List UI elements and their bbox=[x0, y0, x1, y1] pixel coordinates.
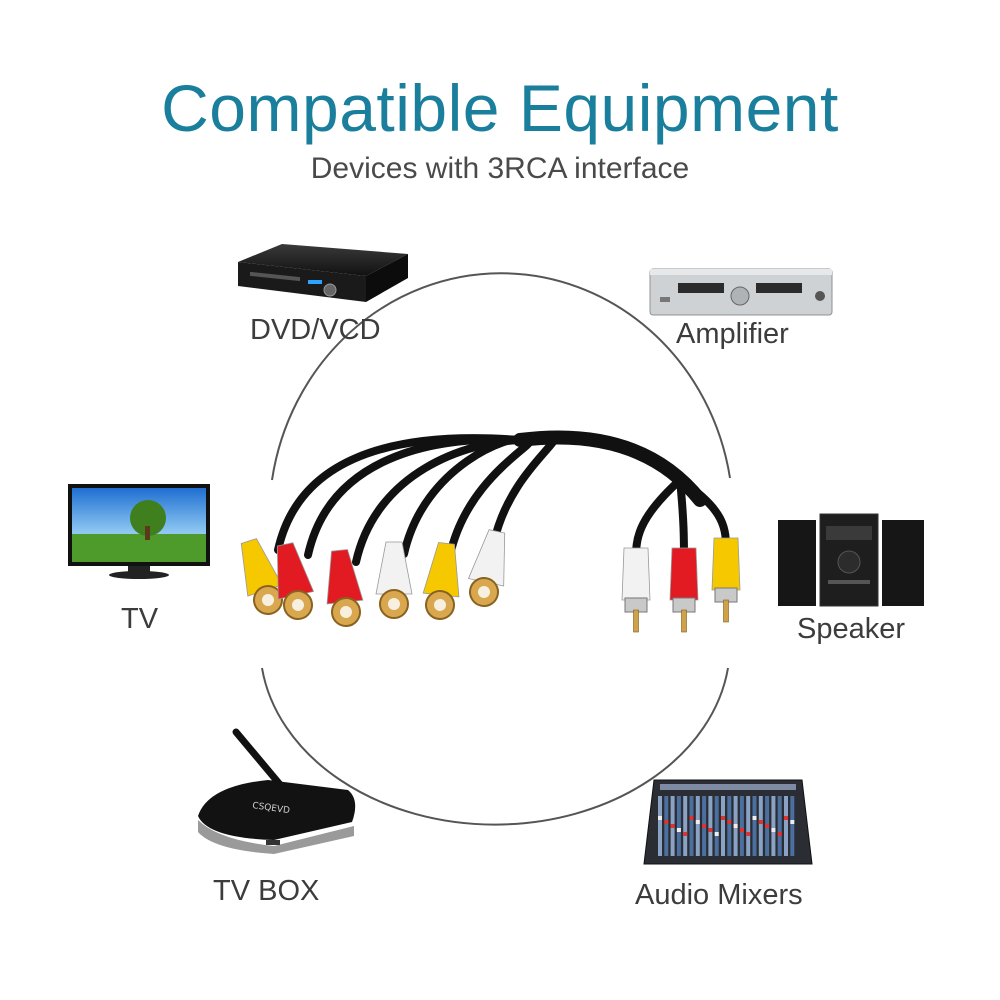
male-rca-pin bbox=[633, 609, 639, 633]
device-label-amplifier: Amplifier bbox=[676, 318, 789, 350]
page-subtitle: Devices with 3RCA interface bbox=[310, 152, 690, 185]
amplifier-icon bbox=[648, 265, 834, 319]
tv-icon bbox=[66, 482, 212, 582]
female-rca-jack bbox=[276, 542, 315, 620]
male-rca-pin bbox=[723, 599, 729, 623]
male-rca-pin bbox=[681, 609, 687, 633]
speaker-icon bbox=[776, 512, 926, 610]
female-rca-jack bbox=[326, 549, 364, 627]
female-rca-jack bbox=[422, 542, 460, 620]
device-label-tvbox: TV BOX bbox=[213, 875, 320, 907]
cable-wire bbox=[304, 435, 524, 559]
page-title: Compatible Equipment bbox=[161, 71, 839, 145]
female-rca-jack bbox=[375, 541, 413, 619]
device-label-mixer: Audio Mixers bbox=[635, 879, 803, 911]
audio-mixer-icon bbox=[640, 776, 816, 868]
female-rca-jack bbox=[240, 538, 283, 615]
male-rca-plug bbox=[621, 547, 651, 601]
device-label-tv: TV bbox=[121, 603, 159, 635]
male-rca-plug bbox=[669, 547, 699, 601]
tv-box-icon: CSQEVD bbox=[188, 728, 364, 856]
device-label-dvd: DVD/VCD bbox=[250, 314, 381, 346]
dvd-player-icon bbox=[232, 240, 412, 310]
device-label-speaker: Speaker bbox=[797, 613, 906, 645]
female-rca-jack bbox=[467, 529, 506, 607]
male-rca-plug bbox=[711, 537, 741, 591]
